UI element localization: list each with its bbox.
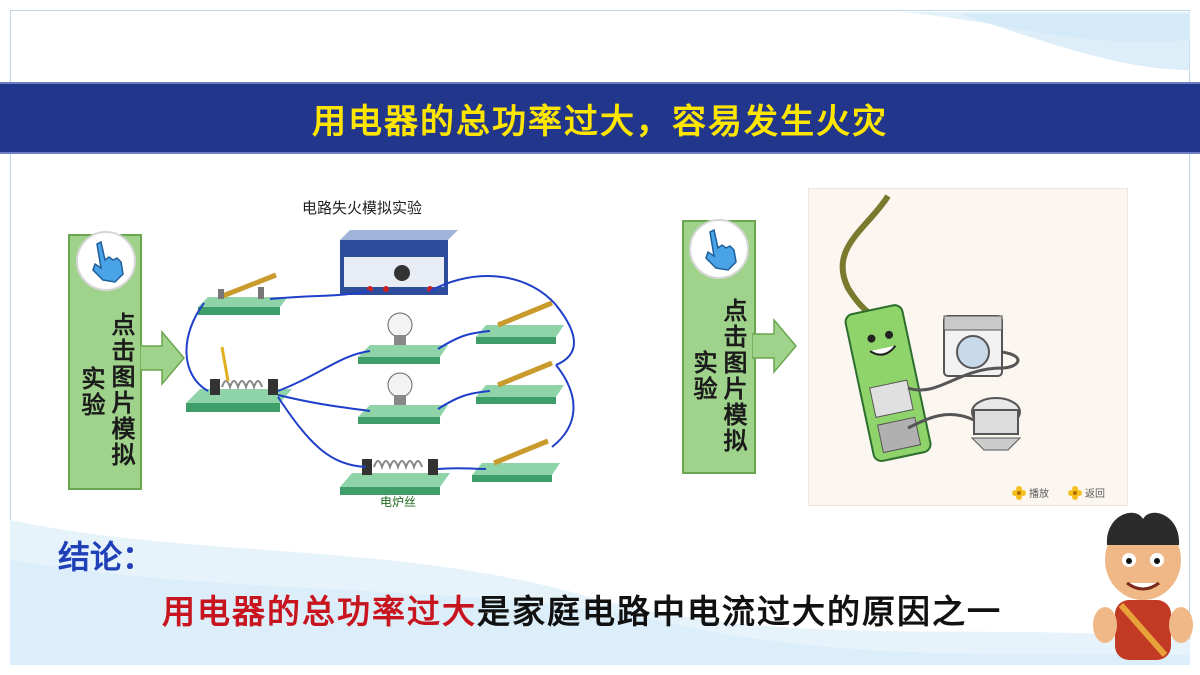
power-strip-illustration[interactable] — [808, 188, 1128, 506]
switch-right-1 — [476, 300, 564, 344]
circuit-diagram[interactable] — [180, 185, 600, 520]
flower-icon — [1068, 485, 1082, 500]
back-button[interactable]: 返回 — [1068, 485, 1105, 500]
heater-coil-board — [186, 346, 292, 412]
switch-top-left — [198, 272, 288, 315]
bulb-2 — [358, 372, 448, 424]
circuit-diagram-title: 电路失火模拟实验 — [302, 199, 423, 217]
back-label: 返回 — [1085, 489, 1105, 500]
arrow-right-icon — [752, 318, 797, 374]
play-label: 播放 — [1029, 489, 1049, 500]
flower-icon — [1012, 485, 1026, 500]
right-button-text-col1: 点击图片模拟 — [719, 298, 747, 454]
hand-pointer-icon[interactable] — [75, 230, 137, 292]
play-button[interactable]: 播放 — [1012, 485, 1049, 500]
hand-pointer-icon[interactable] — [688, 218, 750, 280]
left-button-text-col1: 点击图片模拟 — [107, 312, 135, 468]
conclusion-label: 结论： — [58, 538, 155, 576]
circuit-wires — [185, 275, 575, 470]
conclusion-highlight: 用电器的总功率过大 — [162, 592, 477, 631]
left-button-text-col2: 实验 — [77, 366, 105, 418]
arrow-right-icon — [140, 330, 185, 386]
power-supply — [340, 230, 458, 295]
conclusion-text: 用电器的总功率过大是家庭电路中电流过大的原因之一 — [162, 585, 1002, 633]
right-button-text-col2: 实验 — [689, 350, 717, 402]
heater-wire-board — [340, 459, 450, 495]
slide-title: 用电器的总功率过大，容易发生火灾 — [312, 101, 888, 142]
bulb-1 — [358, 312, 448, 364]
conclusion-rest: 是家庭电路中电流过大的原因之一 — [477, 592, 1002, 631]
title-bar: 用电器的总功率过大，容易发生火灾 — [0, 82, 1200, 154]
heater-wire-label: 电炉丝 — [380, 495, 417, 509]
switch-right-3 — [472, 438, 560, 482]
cartoon-mascot-image — [1093, 512, 1193, 660]
switch-right-2 — [476, 360, 564, 404]
